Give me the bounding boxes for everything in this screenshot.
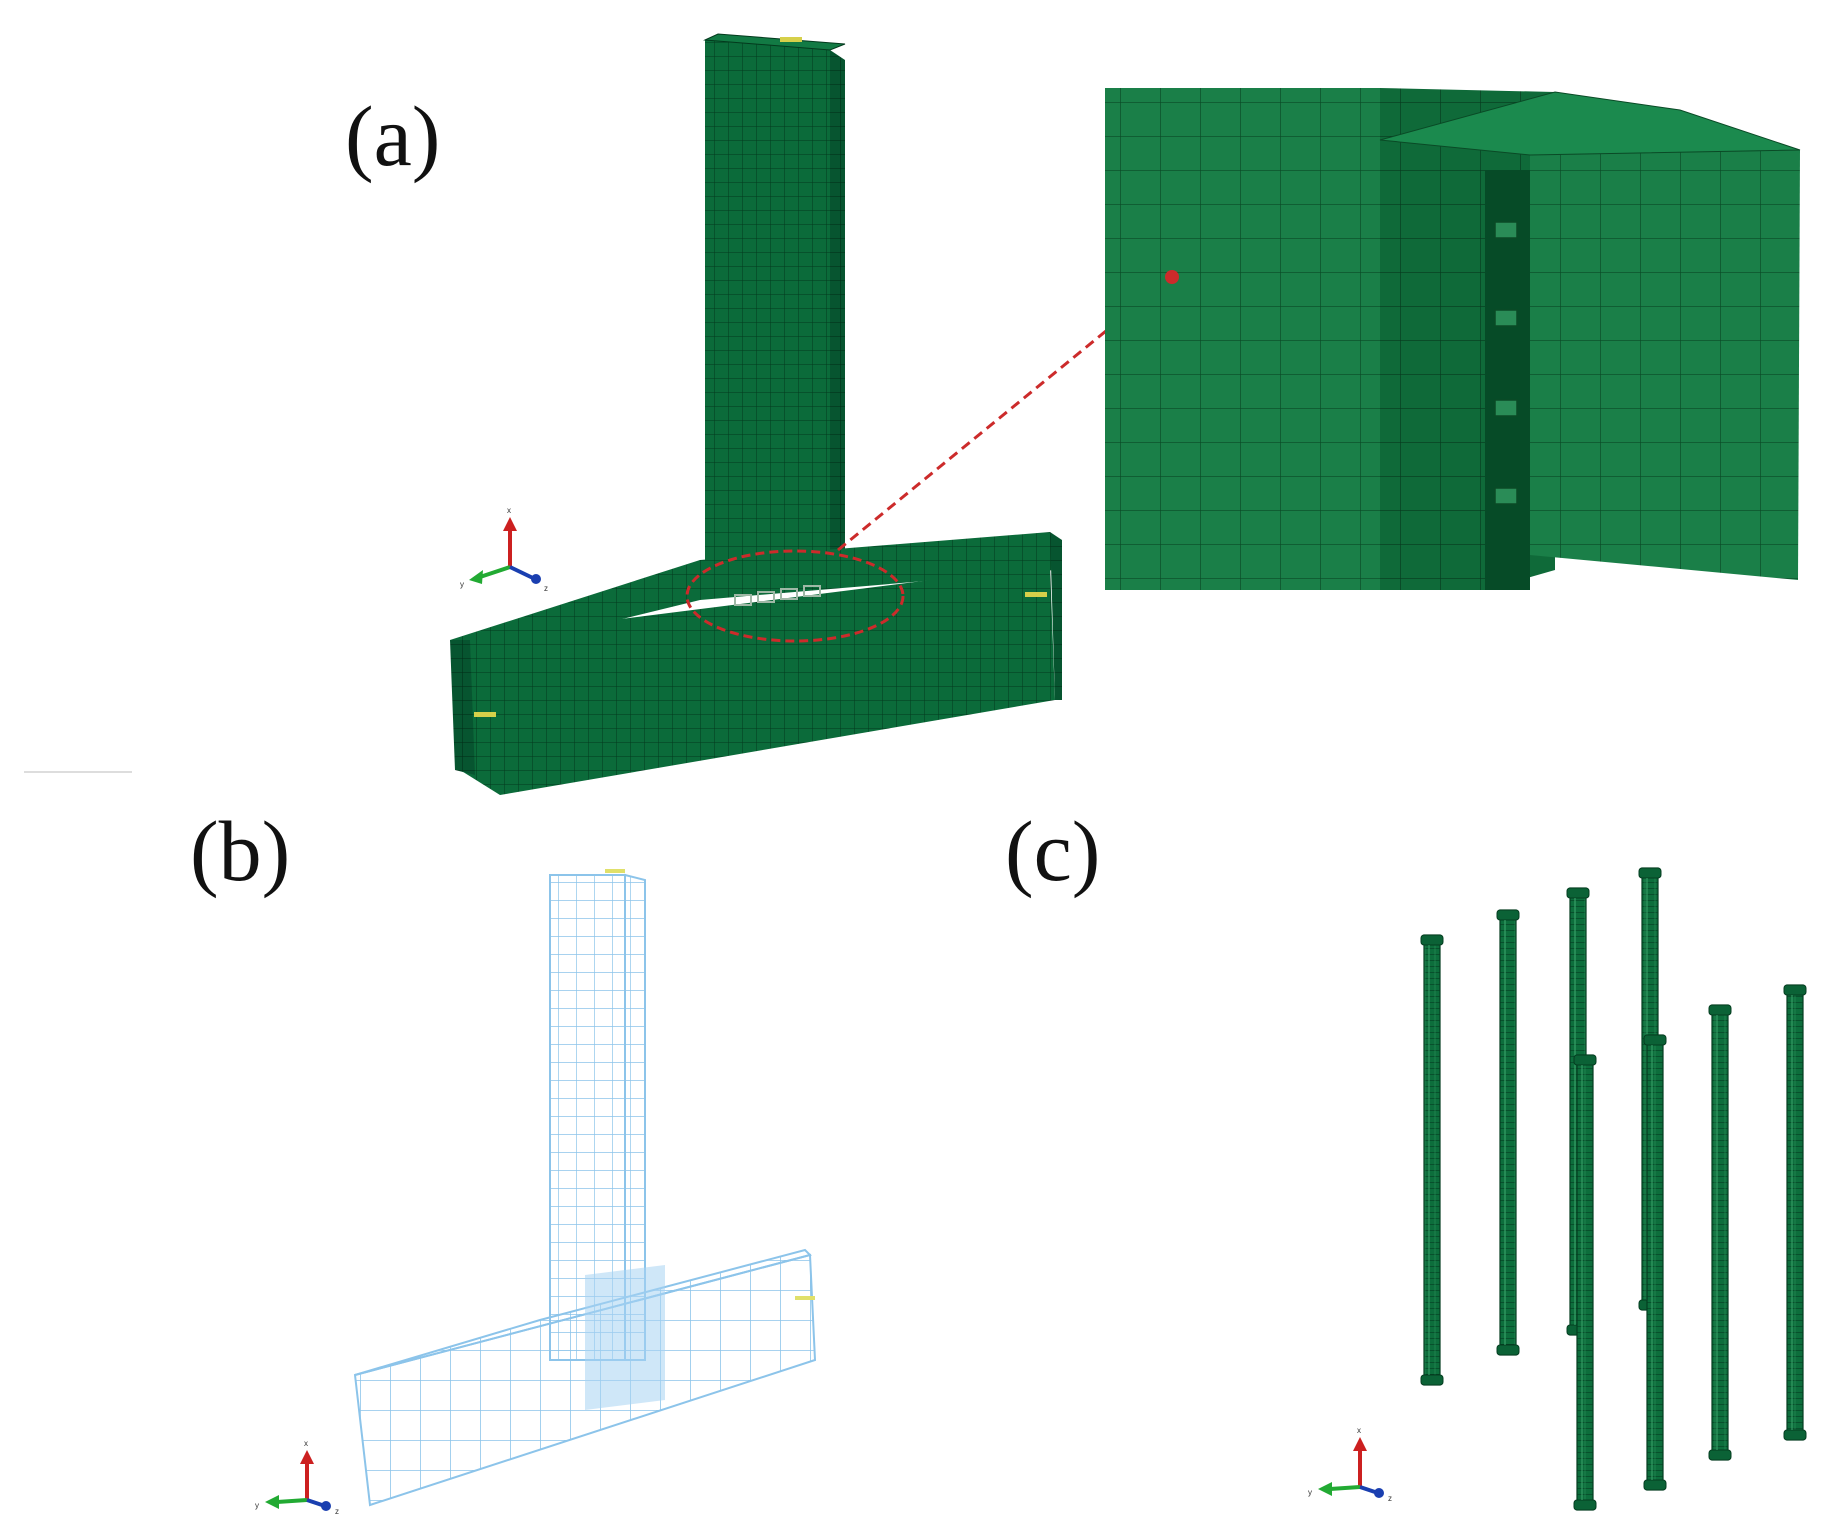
beam-end-face xyxy=(450,640,475,775)
inset-focus-point xyxy=(1165,270,1179,284)
triad-b-x-label: x xyxy=(304,1439,308,1448)
rebar xyxy=(1496,909,1520,1356)
beam-front-face xyxy=(455,565,1055,795)
joint-bolts xyxy=(734,585,821,606)
triad-a-z-axis xyxy=(509,565,536,581)
triad-b-y-axis xyxy=(276,1498,308,1504)
column-side-face xyxy=(830,50,845,560)
panel-label-b: (b) xyxy=(190,803,290,899)
column-top-face xyxy=(703,33,846,51)
rebar xyxy=(1573,1054,1597,1511)
cage-load-marker-right xyxy=(795,1296,815,1300)
rebar xyxy=(1643,1034,1667,1491)
triad-a-y-axis xyxy=(479,565,511,579)
axis-triad-c: x y z xyxy=(1308,1426,1392,1503)
triad-c-x-label: x xyxy=(1357,1426,1361,1435)
load-marker-left xyxy=(474,712,496,717)
load-marker-right xyxy=(1025,592,1047,597)
cage-joint-dense xyxy=(585,1265,665,1410)
triad-b-y-label: y xyxy=(255,1501,259,1510)
inset-bolts xyxy=(1494,221,1518,505)
triad-c-y-axis xyxy=(1329,1485,1361,1491)
axis-triad-a: x y z xyxy=(460,506,548,593)
rebar xyxy=(1783,984,1807,1441)
triad-a-z-label: z xyxy=(544,584,548,593)
triad-a-x-label: x xyxy=(507,506,511,515)
inset-groove xyxy=(1485,170,1530,590)
inset-left-face xyxy=(1105,88,1380,590)
beam-top-face xyxy=(450,532,1055,660)
load-marker-top xyxy=(780,37,802,42)
panel-b-rebar-cage xyxy=(353,869,817,1507)
rebar xyxy=(1420,934,1444,1386)
inset-top-face xyxy=(1379,91,1801,156)
cage-load-marker xyxy=(605,869,625,873)
zoom-inset xyxy=(1105,88,1801,590)
triad-c-z-label: z xyxy=(1388,1494,1392,1503)
triad-c-y-label: y xyxy=(1308,1488,1312,1497)
triad-a-y-label: y xyxy=(460,580,464,589)
panel-label-a: (a) xyxy=(345,88,440,184)
rebar xyxy=(1708,1004,1732,1461)
joint-highlight-ellipse xyxy=(685,549,905,643)
panel-c-rebars xyxy=(1420,867,1807,1511)
inset-right-face xyxy=(1530,150,1800,580)
triad-b-z-label: z xyxy=(335,1507,339,1516)
panel-a-tjoint-mesh xyxy=(450,33,1184,795)
column-front-face xyxy=(705,40,830,560)
beam-right-end xyxy=(1050,532,1062,700)
axis-triad-b: x y z xyxy=(255,1439,339,1516)
panel-label-c: (c) xyxy=(1005,803,1100,899)
